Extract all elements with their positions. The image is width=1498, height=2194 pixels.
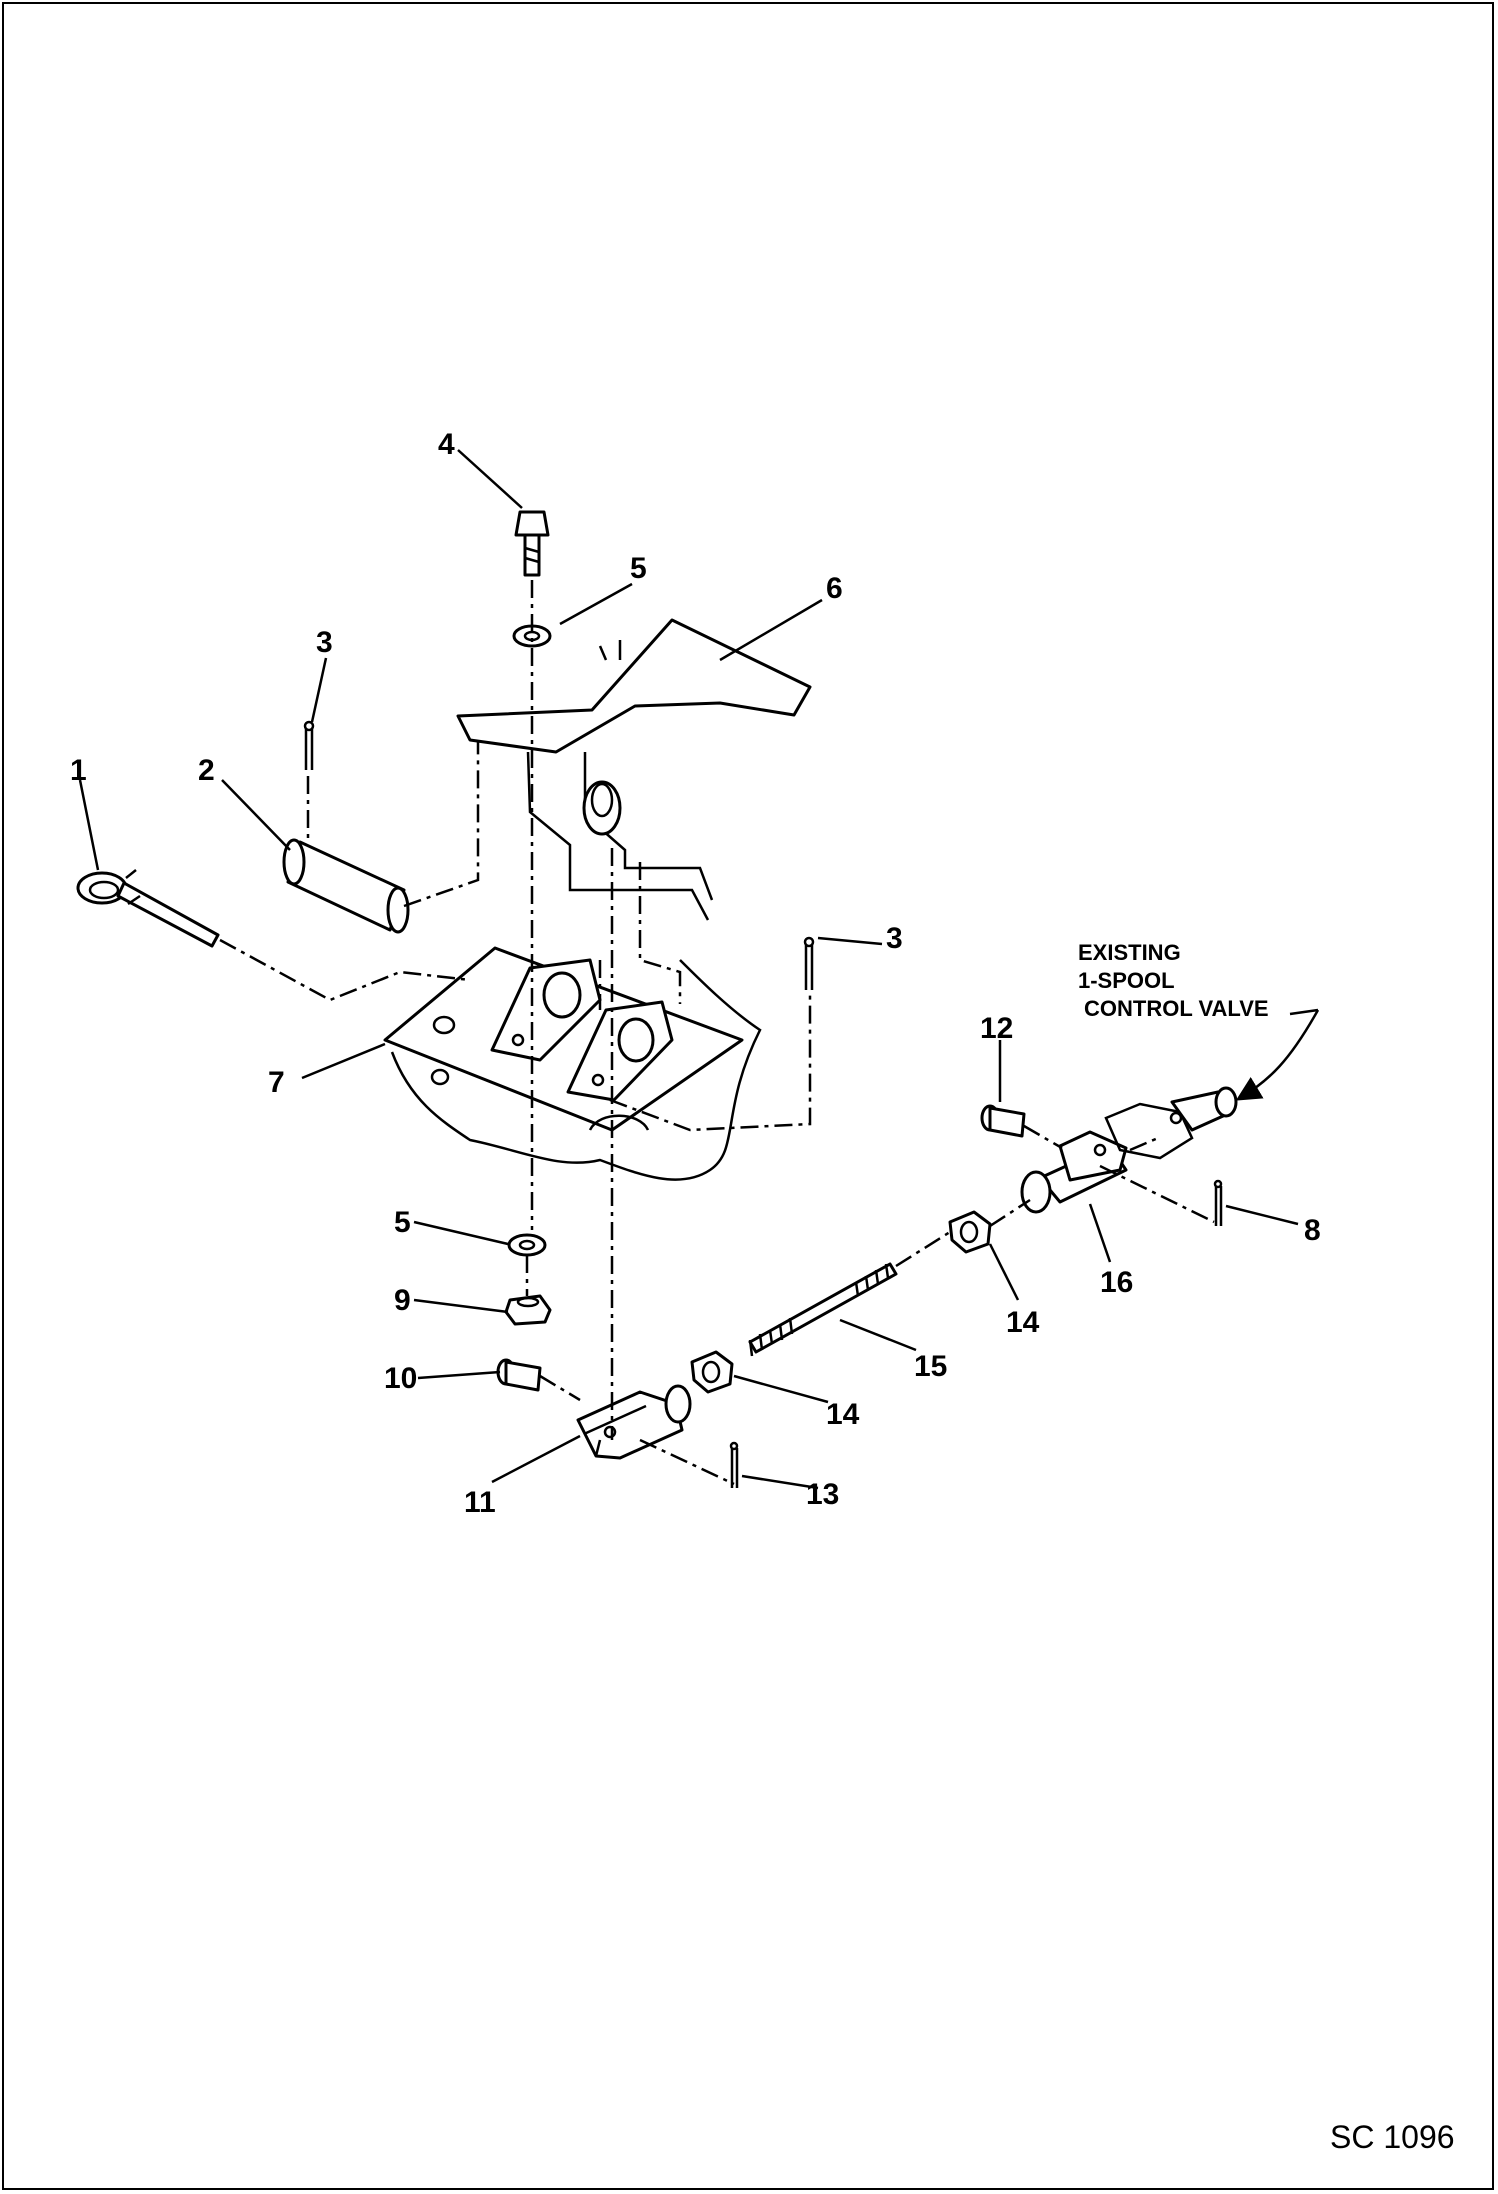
clevis-part-lower <box>576 1384 692 1460</box>
callout-9: 9 <box>394 1284 411 1317</box>
lock-nut-part-upper <box>948 1210 992 1254</box>
ring-pin-part <box>76 869 220 948</box>
callout-5-lower: 5 <box>394 1206 411 1239</box>
note-line-2: 1-SPOOL <box>1078 968 1175 993</box>
existing-control-valve <box>1104 1086 1238 1160</box>
lever-bracket-part <box>456 618 812 921</box>
callout-7: 7 <box>268 1066 285 1099</box>
callout-12: 12 <box>980 1012 1013 1045</box>
bolt-part <box>514 510 550 577</box>
callout-14-lower: 14 <box>826 1398 860 1431</box>
cotter-pin-part-13 <box>729 1441 739 1488</box>
cotter-pin-part-8 <box>1213 1179 1223 1226</box>
callout-6: 6 <box>826 572 843 605</box>
callout-1: 1 <box>70 754 87 787</box>
callout-3-right: 3 <box>886 922 903 955</box>
callout-4: 4 <box>438 428 455 461</box>
note-arrow <box>1235 1009 1320 1101</box>
note-arrow-tail <box>1289 1008 1319 1016</box>
callout-5-upper: 5 <box>630 552 647 585</box>
sleeve-part <box>282 838 410 934</box>
leader-lines <box>78 449 1299 1490</box>
base-plate-part <box>383 946 762 1181</box>
clevis-part-upper <box>1020 1130 1128 1214</box>
assembly-centerlines <box>219 580 1215 1486</box>
callout-3-upper: 3 <box>316 626 333 659</box>
cotter-pin-part-upper <box>303 720 315 770</box>
callout-13: 13 <box>806 1478 839 1511</box>
drawing-code: SC 1096 <box>1330 2119 1455 2155</box>
note-line-1: EXISTING <box>1078 940 1181 965</box>
clevis-pin-part-lower <box>496 1358 542 1392</box>
lock-nut-part-lower <box>690 1350 734 1394</box>
callout-8: 8 <box>1304 1214 1321 1247</box>
cotter-pin-part-right <box>803 936 815 990</box>
callout-11: 11 <box>464 1486 496 1519</box>
clevis-pin-part-upper <box>980 1104 1026 1138</box>
callout-2: 2 <box>198 754 215 787</box>
note-line-3: CONTROL VALVE <box>1084 996 1269 1021</box>
valve-note: EXISTING 1-SPOOL CONTROL VALVE <box>1078 940 1269 1021</box>
threaded-rod-part <box>748 1262 898 1357</box>
callout-15: 15 <box>914 1350 947 1383</box>
callout-16: 16 <box>1100 1266 1133 1299</box>
callout-14-upper: 14 <box>1006 1306 1040 1339</box>
nut-part <box>504 1294 552 1326</box>
callout-10: 10 <box>384 1362 417 1395</box>
washer-part-lower <box>507 1233 547 1257</box>
callout-labels: 1 2 3 3 4 5 5 6 7 8 9 10 11 12 13 14 14 … <box>70 428 1321 1519</box>
